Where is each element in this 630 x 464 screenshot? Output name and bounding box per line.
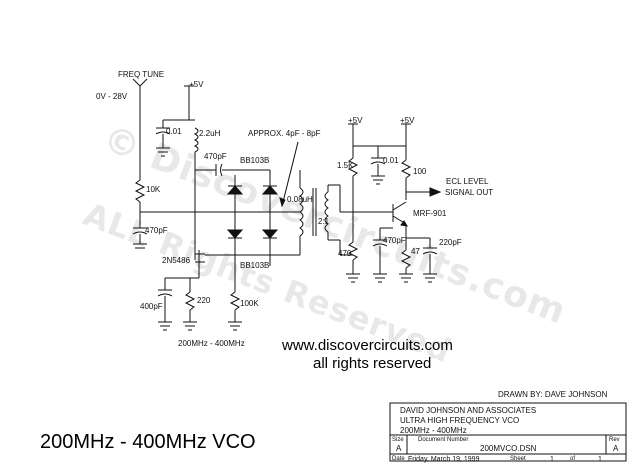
drawn-by: DRAWN BY: DAVE JOHNSON <box>498 390 608 399</box>
label-c-470-top: 470pF <box>204 152 227 161</box>
title-block <box>389 402 627 462</box>
label-r-100k: 100K <box>240 299 259 308</box>
label-r-100: 100 <box>413 167 427 176</box>
supply-left <box>155 85 270 260</box>
tb-rev-value: A <box>613 444 619 453</box>
label-r-10k: 10K <box>146 185 161 194</box>
label-band: 200MHz - 400MHz <box>178 339 245 348</box>
tb-doc-value: 200MVCO.DSN <box>480 444 537 453</box>
tb-line3: 200MHz - 400MHz <box>400 426 467 435</box>
page-title: 200MHz - 400MHz VCO <box>40 431 256 453</box>
label-c-001: 0.01 <box>166 127 182 136</box>
supply-right <box>339 123 442 283</box>
fet-stage <box>157 250 242 331</box>
tb-rev-label: Rev <box>609 437 620 443</box>
label-r-470: 470 <box>338 249 352 258</box>
label-supply-3: +5V <box>400 116 415 125</box>
label-freq-tune: FREQ TUNE <box>118 70 165 79</box>
label-c-470-tune: 470pF <box>145 226 168 235</box>
rights-text: all rights reserved <box>313 355 432 372</box>
tb-of-label: of <box>570 456 576 462</box>
label-c-400: 400pF <box>140 302 163 311</box>
label-c-220: 220pF <box>439 238 462 247</box>
label-c-470-b: 470pF <box>383 236 406 245</box>
transformer <box>299 170 340 255</box>
tb-sheet-label: Sheet <box>510 456 526 462</box>
label-inductor-008: 0.08uH <box>287 195 313 204</box>
label-transistor: MRF-901 <box>413 209 447 218</box>
label-inductor-22: 2.2uH <box>199 129 221 138</box>
label-bb103b-bot: BB103B <box>240 261 270 270</box>
tb-date-label: Date <box>392 456 405 462</box>
label-approx: APPROX. 4pF - 8pF <box>248 129 321 138</box>
tb-size-label: Size <box>392 437 404 443</box>
label-ecl-level: ECL LEVEL <box>446 177 489 186</box>
label-r-15k: 1.5K <box>337 161 354 170</box>
website-text: www.discovercircuits.com <box>282 337 453 354</box>
label-signal-out: SIGNAL OUT <box>445 188 494 197</box>
varactor-pair <box>205 141 300 266</box>
tb-company: DAVID JOHNSON AND ASSOCIATES <box>400 406 537 415</box>
label-supply-1: +5V <box>189 80 204 89</box>
label-ratio: 2:1 <box>318 217 330 226</box>
label-r-220: 220 <box>197 296 211 305</box>
freq-tune-input <box>132 78 228 249</box>
tb-line2: ULTRA HIGH FREQUENCY VCO <box>400 416 520 425</box>
tb-of-value: 1 <box>598 456 602 463</box>
tb-date-value: Friday, March 19, 1999 <box>408 456 480 463</box>
tb-doc-label: Document Number <box>418 437 469 443</box>
label-r-47: 47 <box>411 247 420 256</box>
label-c-001-b: 0.01 <box>383 156 399 165</box>
tb-sheet-value: 1 <box>550 456 554 463</box>
label-tune-range: 0V - 28V <box>96 92 128 101</box>
tb-size-value: A <box>396 444 402 453</box>
label-bb103b-top: BB103B <box>240 156 270 165</box>
label-fet: 2N5486 <box>162 256 191 265</box>
label-supply-2: +5V <box>348 116 363 125</box>
